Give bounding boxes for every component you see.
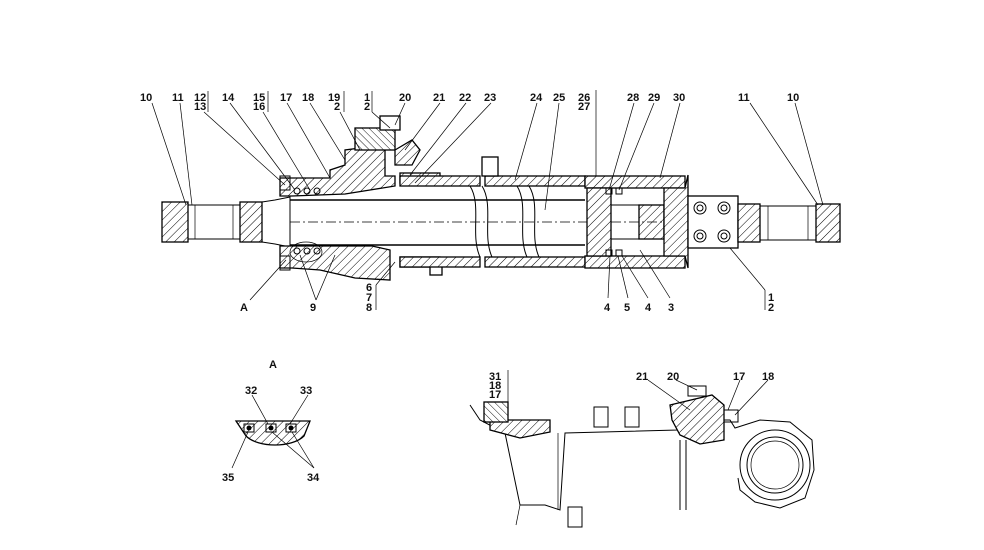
callout-label: 24 (530, 92, 543, 104)
callout-label: 19 (328, 92, 340, 104)
callout-label: 31 (489, 371, 501, 383)
rod-eye-left (161, 196, 291, 248)
callout-label: 8 (366, 302, 372, 314)
callout-label: 28 (627, 92, 639, 104)
callout-label: 1 (364, 92, 370, 104)
callout-label: 23 (484, 92, 496, 104)
callout-label: 2 (334, 101, 340, 113)
callout-label: 18 (302, 92, 314, 104)
callout-label: A (240, 302, 248, 314)
callout-label: 7 (366, 292, 372, 304)
callout-label: 2 (768, 302, 774, 314)
callout-label: 21 (636, 371, 648, 383)
rod-eye-right (737, 203, 841, 243)
callout-label: 2 (364, 101, 370, 113)
callout-label: 17 (489, 389, 501, 401)
side-view: 31 18 17 21 20 17 18 (469, 370, 815, 528)
leader-lines-main (151, 90, 824, 310)
callout-label: 4 (604, 302, 611, 314)
callout-label: 17 (733, 371, 745, 383)
callout-label: 5 (624, 302, 630, 314)
callout-label: 20 (667, 371, 679, 383)
callout-label: 12 (194, 92, 206, 104)
callout-label: 4 (645, 302, 652, 314)
callout-label: 33 (300, 385, 312, 397)
callout-label: 22 (459, 92, 471, 104)
callout-label: 9 (310, 302, 316, 314)
callouts-top: 10 11 12 13 14 15 16 17 18 19 2 1 2 20 2… (140, 92, 799, 113)
main-section-view: 10 11 12 13 14 15 16 17 18 19 2 1 2 20 2… (140, 90, 841, 314)
end-cap (663, 174, 739, 269)
callout-label: 16 (253, 101, 265, 113)
callout-label: 6 (366, 282, 372, 294)
callout-label: 1 (768, 292, 774, 304)
callout-label: 18 (489, 380, 501, 392)
detail-a-title: A (269, 359, 277, 371)
gland-housing (279, 115, 443, 281)
callout-label: 10 (140, 92, 152, 104)
callout-label: 11 (738, 92, 750, 104)
callout-label: 25 (553, 92, 565, 104)
callout-label: 32 (245, 385, 257, 397)
callout-label: 27 (578, 101, 590, 113)
piston-rod (290, 199, 600, 246)
callout-label: 15 (253, 92, 265, 104)
callout-label: 21 (433, 92, 445, 104)
callout-label: 30 (673, 92, 685, 104)
callout-label: 17 (280, 92, 292, 104)
callout-label: 35 (222, 472, 234, 484)
callout-label: 34 (307, 472, 320, 484)
callout-label: 14 (222, 92, 235, 104)
callout-label: 13 (194, 101, 206, 113)
callout-label: 26 (578, 92, 590, 104)
callouts-bottom: A 9 6 7 8 4 5 4 3 1 2 (240, 282, 774, 314)
callout-label: 3 (668, 302, 674, 314)
detail-a-view: A 32 33 35 34 (222, 359, 320, 484)
callout-label: 18 (762, 371, 774, 383)
callout-label: 29 (648, 92, 660, 104)
cylinder-tube (399, 156, 686, 269)
callout-label: 10 (787, 92, 799, 104)
callout-label: 11 (172, 92, 184, 104)
piston (586, 187, 690, 257)
callout-label: 20 (399, 92, 411, 104)
